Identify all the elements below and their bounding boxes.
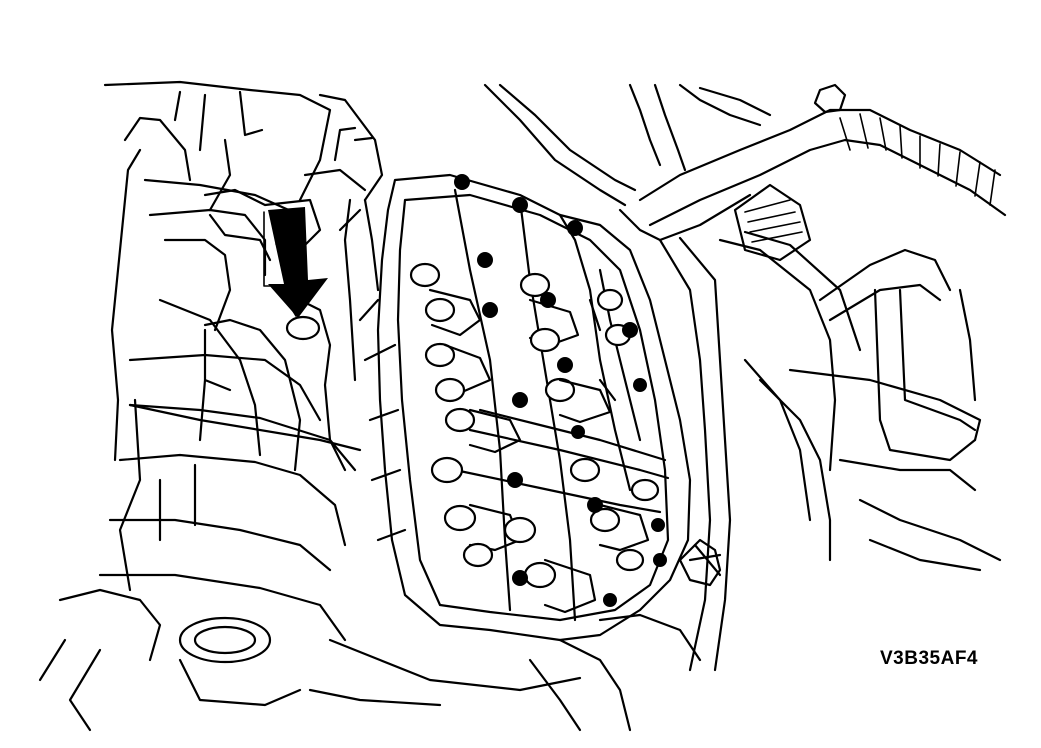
mounting-bracket	[198, 93, 384, 472]
downward-arrow-icon	[263, 207, 328, 318]
pipes-and-hoses	[483, 83, 1007, 672]
figure-code-label: V3B35AF4	[880, 648, 978, 669]
valve-body	[358, 173, 692, 642]
chassis-structure	[788, 248, 1002, 572]
transmission-case	[38, 80, 582, 732]
lower-lines	[128, 403, 702, 732]
valve-solenoids	[409, 262, 660, 614]
valve-body-bolts	[454, 174, 667, 607]
